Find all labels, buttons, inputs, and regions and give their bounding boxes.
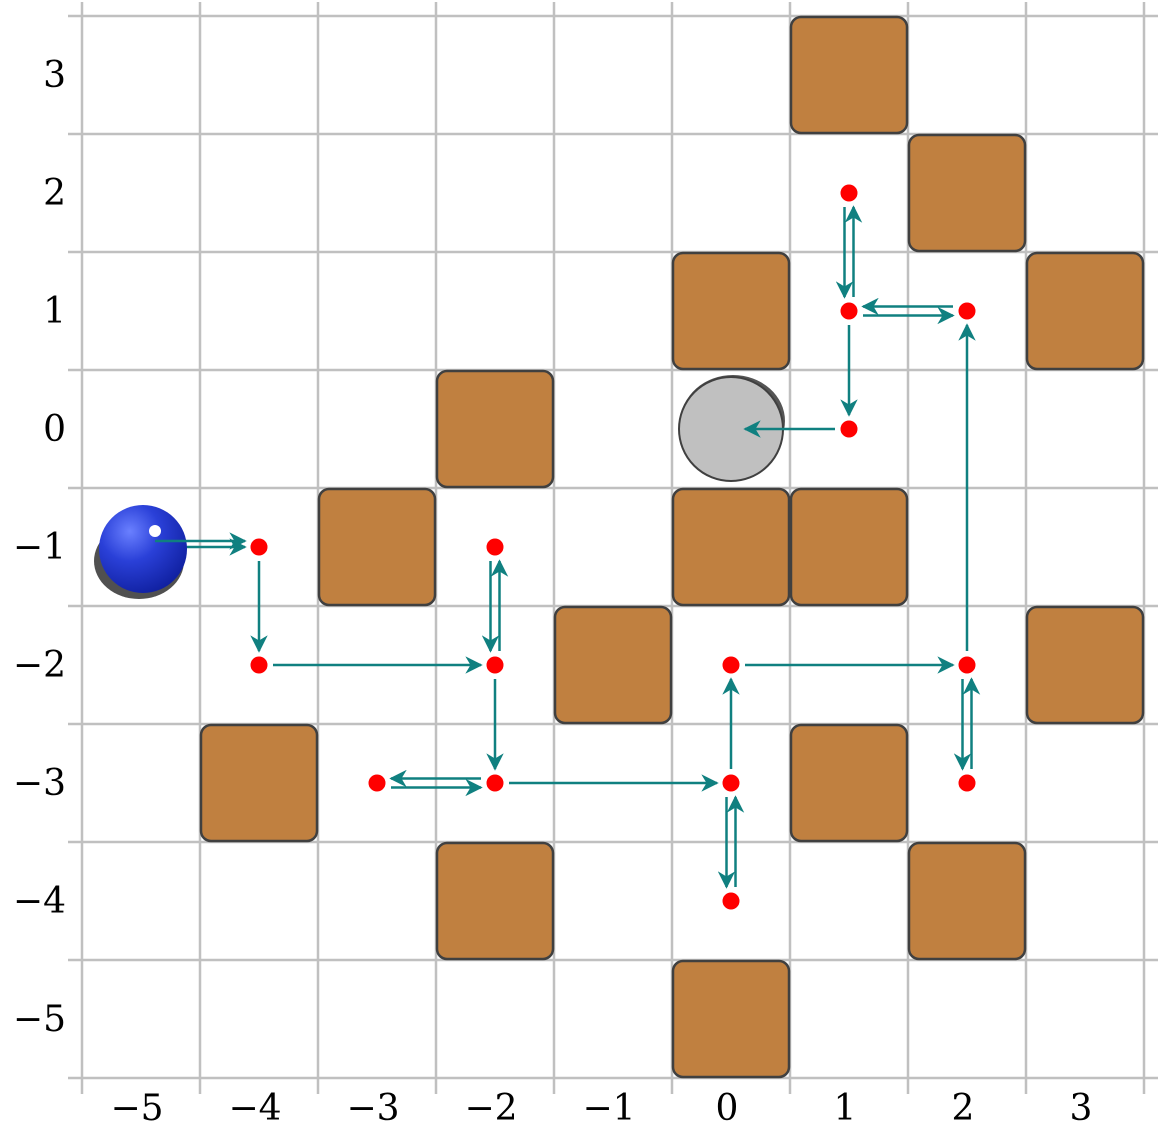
wall-block xyxy=(435,841,555,961)
path-node xyxy=(484,772,506,794)
player xyxy=(94,505,247,599)
wall-block xyxy=(199,723,319,843)
path-node xyxy=(484,654,506,676)
wall-block xyxy=(789,15,909,135)
wall-block xyxy=(671,251,791,371)
wall-block xyxy=(1025,251,1145,371)
path-node xyxy=(248,536,270,558)
x-tick-label: −5 xyxy=(110,1088,163,1129)
y-tick-label: 2 xyxy=(43,173,66,214)
x-tick-label: −1 xyxy=(582,1088,635,1129)
x-tick-label: 1 xyxy=(834,1088,857,1129)
goal xyxy=(678,375,785,482)
path-node xyxy=(720,772,742,794)
x-tick-label: 3 xyxy=(1070,1088,1093,1129)
y-tick-label: −5 xyxy=(13,999,66,1040)
path-node xyxy=(838,182,860,204)
gray-cylinder-icon xyxy=(678,375,785,482)
wall-block xyxy=(435,369,555,489)
wall-block xyxy=(789,487,909,607)
y-tick-label: 3 xyxy=(43,55,66,96)
path-node xyxy=(248,654,270,676)
x-tick-label: 2 xyxy=(952,1088,975,1129)
y-axis-labels: 3 2 1 0 −1 −2 −3 −4 −5 xyxy=(13,55,66,1040)
path-node xyxy=(838,300,860,322)
wall-block xyxy=(907,841,1027,961)
ball-body xyxy=(99,505,187,593)
path-node xyxy=(956,772,978,794)
y-tick-label: 0 xyxy=(43,409,66,450)
x-tick-label: −4 xyxy=(228,1088,281,1129)
walls xyxy=(199,15,1145,1079)
y-tick-label: −4 xyxy=(13,881,66,922)
x-tick-label: −2 xyxy=(464,1088,517,1129)
y-tick-label: −1 xyxy=(13,527,66,568)
path-node xyxy=(720,654,742,676)
x-tick-label: −3 xyxy=(346,1088,399,1129)
path-node xyxy=(956,654,978,676)
wall-block xyxy=(671,959,791,1079)
wall-block xyxy=(553,605,673,725)
y-tick-label: −3 xyxy=(13,763,66,804)
path-node xyxy=(366,772,388,794)
path-node xyxy=(484,536,506,558)
path-node xyxy=(956,300,978,322)
blue-ball-icon xyxy=(94,505,187,599)
path-nodes xyxy=(248,182,978,912)
wall-block xyxy=(317,487,437,607)
wall-block xyxy=(671,487,791,607)
path-node xyxy=(720,890,742,912)
move-arrows xyxy=(155,205,981,889)
y-tick-label: −2 xyxy=(13,645,66,686)
wall-block xyxy=(789,723,909,843)
ball-highlight xyxy=(149,525,161,537)
wall-block xyxy=(1025,605,1145,725)
wall-block xyxy=(907,133,1027,253)
y-tick-label: 1 xyxy=(43,291,66,332)
path-node xyxy=(838,418,860,440)
x-axis-labels: −5 −4 −3 −2 −1 0 1 2 3 xyxy=(110,1088,1092,1129)
x-tick-label: 0 xyxy=(716,1088,739,1129)
